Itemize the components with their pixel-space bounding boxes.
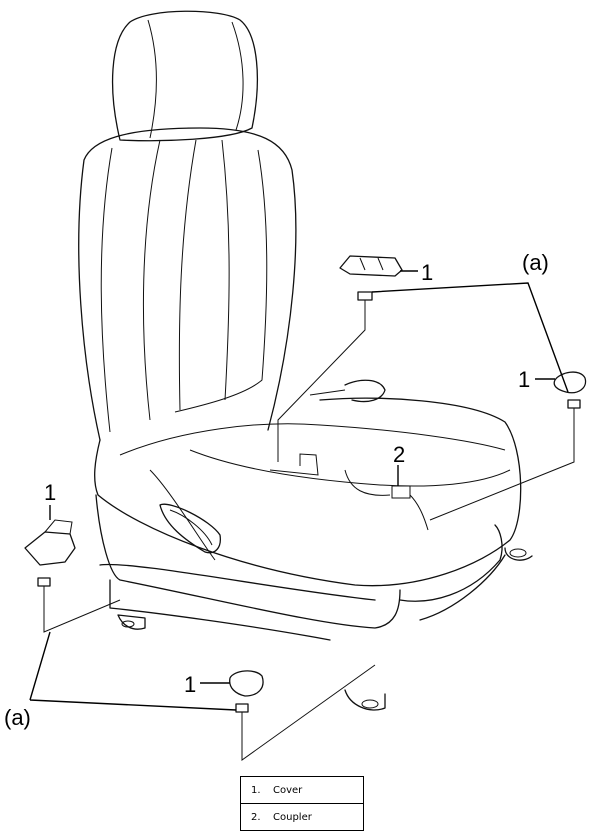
legend-number: 2. [251,811,261,823]
parts-legend: 1. Cover 2. Coupler [240,776,364,831]
cover-rear-center [339,255,403,277]
legend-label: Cover [273,784,303,796]
seat-cushion [94,379,533,711]
leader-lines [29,270,575,761]
callout-cover: 1 [518,367,530,392]
bolt-icon [567,399,581,424]
legend-row: 1. Cover [240,776,364,804]
cover-front-center [229,670,264,697]
callout-group-a: (a) [4,705,31,730]
callout-group-a: (a) [522,250,549,275]
callout-cover: 1 [421,260,433,285]
bolt-icon [235,703,249,730]
callout-coupler: 2 [393,442,405,467]
legend-label: Coupler [273,811,312,823]
bolt-icon [357,291,373,318]
headrest [111,10,259,142]
legend-row: 2. Coupler [240,803,364,831]
cover-front-left [24,519,76,566]
legend-number: 1. [251,784,261,796]
cover-rear-right [553,371,587,394]
callout-cover: 1 [44,480,56,505]
bolt-icon [37,577,51,604]
callout-cover: 1 [184,672,196,697]
seat-back [78,127,297,441]
